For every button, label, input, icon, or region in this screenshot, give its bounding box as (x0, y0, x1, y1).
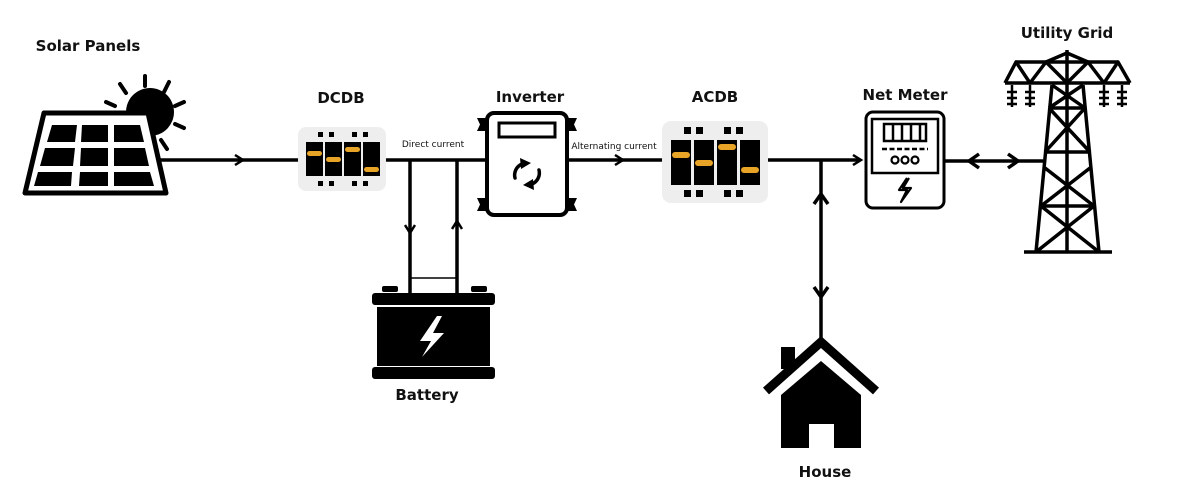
dcdb-label: DCDB (317, 89, 364, 107)
electric-meter-icon (864, 110, 946, 210)
inverter-label: Inverter (496, 88, 565, 106)
solar-panels-label: Solar Panels (36, 37, 141, 55)
solar-panel-with-sun-icon (22, 74, 186, 196)
utility-grid-label: Utility Grid (1021, 24, 1114, 42)
acdb-breaker-box-icon (662, 121, 768, 203)
inverter-icon (477, 111, 577, 217)
acdb-label: ACDB (692, 88, 739, 106)
net-meter-label: Net Meter (863, 86, 949, 104)
transmission-tower-icon (1003, 50, 1132, 254)
battery-icon (372, 286, 495, 379)
house-label: House (799, 463, 852, 481)
dcdb-breaker-box-icon (298, 127, 386, 191)
wires (160, 152, 1043, 340)
battery-label: Battery (395, 386, 458, 404)
house-icon (763, 335, 879, 448)
direct-current-label: Direct current (402, 140, 465, 150)
alternating-current-label: Alternating current (571, 142, 657, 152)
